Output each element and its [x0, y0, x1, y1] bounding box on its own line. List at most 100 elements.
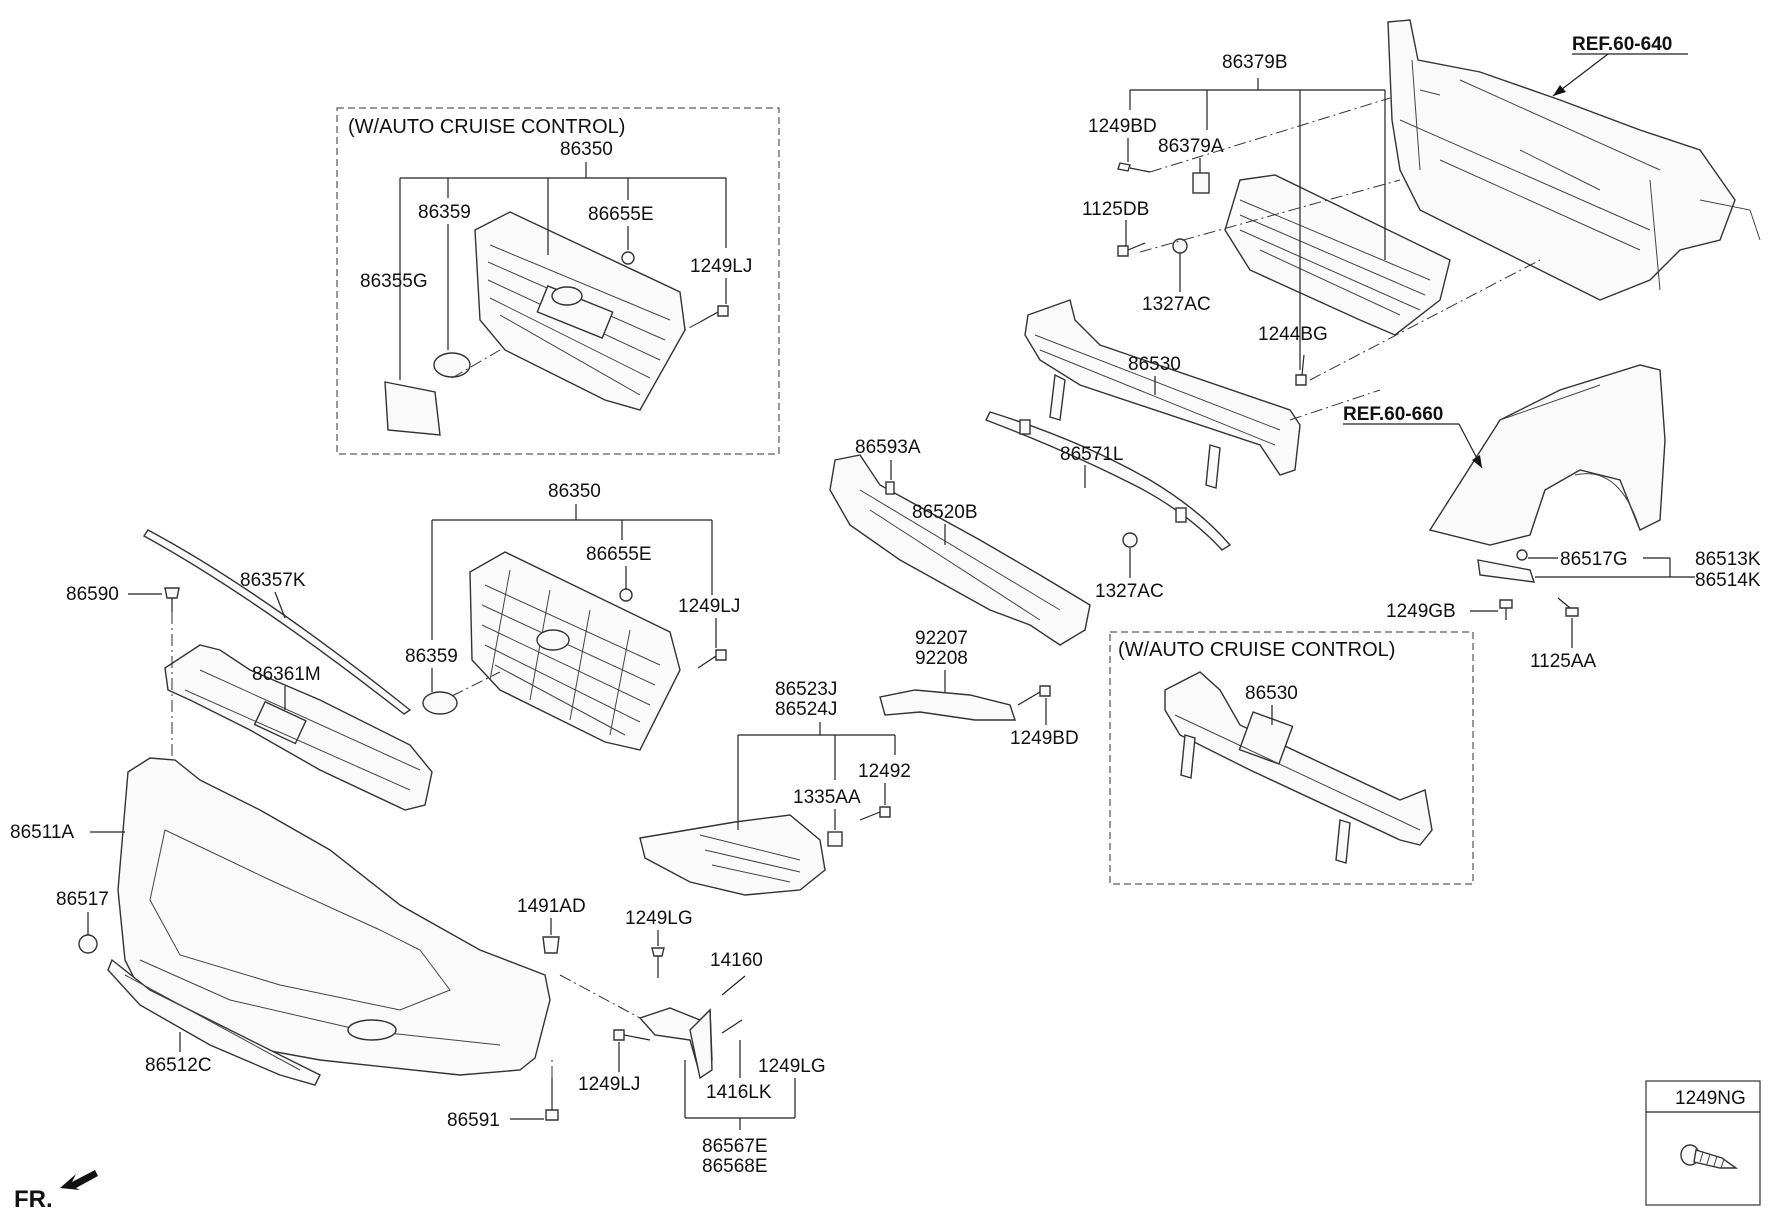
side-bracket: [879, 689, 1016, 721]
bolt-icon: [1117, 242, 1146, 257]
energy-absorber: [829, 454, 1091, 646]
bolt-icon: [1557, 597, 1579, 617]
bumper-beam-acc: [1164, 671, 1433, 864]
label-86590: 86590: [66, 584, 119, 605]
tapping-screw-icon: [1680, 1144, 1739, 1169]
label-1249BD-a: 1249BD: [1088, 116, 1157, 137]
fog-lamp-cover: [639, 814, 826, 896]
acc-box-top-title: (W/AUTO CRUISE CONTROL): [348, 116, 625, 138]
label-1249LG-b: 1249LG: [758, 1056, 826, 1077]
label-86655E-b: 86655E: [586, 544, 652, 565]
label-92208: 92208: [915, 648, 968, 669]
ref-60-660: REF.60-660: [1343, 404, 1443, 425]
bolt-icon: [1017, 685, 1051, 706]
label-86524J: 86524J: [775, 699, 837, 720]
label-86571L: 86571L: [1060, 444, 1123, 465]
label-86655E-a: 86655E: [588, 204, 654, 225]
front-arrow-icon: [60, 1170, 98, 1190]
pin-icon: [721, 975, 746, 996]
bolt-icon: [1117, 162, 1151, 173]
clip-icon: [164, 587, 180, 612]
bolt-icon: [699, 305, 729, 323]
label-1416LK: 1416LK: [706, 1082, 772, 1103]
clip-icon: [1516, 549, 1528, 561]
label-86355G: 86355G: [360, 271, 428, 292]
clip-icon: [619, 588, 633, 602]
label-86523J: 86523J: [775, 679, 837, 700]
label-86567E: 86567E: [702, 1136, 768, 1157]
legend-box: [1645, 1080, 1761, 1206]
tow-cap-icon: [78, 934, 98, 954]
part-86593A: [885, 481, 895, 495]
screw-icon: [613, 1029, 651, 1041]
acc-box-right-title: (W/AUTO CRUISE CONTROL): [1118, 639, 1395, 661]
label-92207: 92207: [915, 628, 968, 649]
label-86511A: 86511A: [10, 822, 74, 843]
upper-cover: [164, 644, 433, 811]
label-1249LG-a: 1249LG: [625, 908, 693, 929]
label-86517G: 86517G: [1560, 549, 1628, 570]
label-86591: 86591: [447, 1110, 500, 1131]
bolt-icon: [697, 649, 727, 669]
label-86514K: 86514K: [1695, 570, 1761, 591]
retainer-icon: [542, 936, 560, 954]
bolt-icon: [859, 806, 891, 821]
screw-icon: [545, 1078, 559, 1121]
radiator-support: [1387, 19, 1761, 301]
label-1249LJ-c: 1249LJ: [578, 1074, 640, 1095]
label-86379A: 86379A: [1158, 136, 1224, 157]
label-86512C: 86512C: [145, 1055, 212, 1076]
upper-molding: [142, 529, 412, 715]
nut-clip: [827, 831, 843, 847]
label-1327AC-b: 1327AC: [1095, 581, 1164, 602]
part-86379A: [1192, 172, 1210, 194]
label-86359-b: 86359: [405, 646, 458, 667]
label-1249LJ-a: 1249LJ: [690, 256, 752, 277]
label-86357K: 86357K: [240, 570, 306, 591]
bumper-beam: [1024, 299, 1301, 489]
label-1125AA: 1125AA: [1530, 651, 1597, 672]
front-bumper-cover: [117, 757, 551, 1076]
label-1125DB: 1125DB: [1082, 199, 1149, 220]
label-86379B: 86379B: [1222, 52, 1288, 73]
label-1249GB: 1249GB: [1386, 601, 1456, 622]
radiator-grille: [469, 551, 681, 751]
legend-part-number: 1249NG: [1675, 1088, 1746, 1109]
label-86359-a: 86359: [418, 202, 471, 223]
acc-box-top: [336, 107, 780, 455]
label-14160: 14160: [710, 950, 763, 971]
label-86350-b: 86350: [548, 481, 601, 502]
plate-bracket: [384, 381, 441, 436]
label-1335AA: 1335AA: [793, 787, 861, 808]
fender: [1428, 364, 1666, 546]
fender-bracket: [1477, 559, 1536, 583]
ref-60-640: REF.60-640: [1572, 34, 1672, 55]
label-86517: 86517: [56, 889, 109, 910]
front-direction-label: FR.: [14, 1186, 53, 1211]
clip-icon: [621, 251, 635, 265]
air-flap-assy: [1224, 174, 1451, 336]
radiator-grille-acc: [474, 211, 686, 411]
label-1491AD: 1491AD: [517, 896, 586, 917]
label-86361M: 86361M: [252, 664, 321, 685]
emblem-icon: [422, 691, 458, 715]
label-1249BD-b: 1249BD: [1010, 728, 1079, 749]
lower-side-bracket: [638, 1007, 713, 1080]
label-86350-a: 86350: [560, 139, 613, 160]
label-1244BG: 1244BG: [1258, 324, 1328, 345]
label-86530-b: 86530: [1245, 683, 1298, 704]
absorber-strip: [985, 411, 1232, 551]
pin-icon: [721, 1019, 743, 1034]
label-86530-a: 86530: [1128, 354, 1181, 375]
label-86513K: 86513K: [1695, 549, 1761, 570]
label-12492: 12492: [858, 761, 911, 782]
label-1327AC-a: 1327AC: [1142, 294, 1211, 315]
label-86593A: 86593A: [855, 437, 921, 458]
label-1249LJ-b: 1249LJ: [678, 596, 740, 617]
bolt-icon: [1295, 354, 1307, 386]
screw-icon: [651, 947, 665, 978]
nut-icon: [1122, 532, 1138, 548]
acc-box-right: [1109, 631, 1474, 885]
lower-grille: [107, 958, 321, 1086]
